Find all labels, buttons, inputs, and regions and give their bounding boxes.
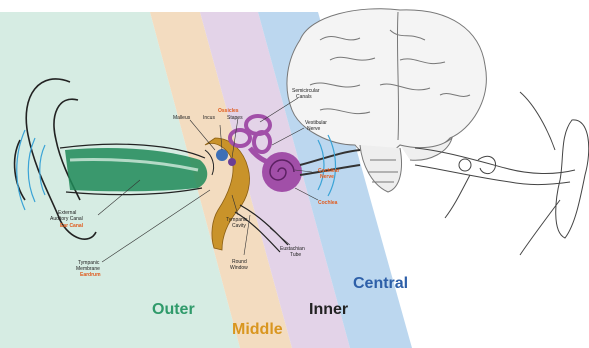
round-window-label-line2: Window [230, 265, 248, 271]
inner-zone-title: Inner [309, 301, 348, 318]
malleus-label: Malleus [173, 115, 191, 121]
cochlea-label: Cochlea [318, 200, 338, 206]
ossicles-label: Ossicles [218, 108, 239, 114]
incus-label: Incus [203, 115, 215, 121]
middle-zone-title: Middle [232, 321, 283, 338]
eustachian-tube-label-line2: Tube [290, 252, 301, 258]
ear-canal-label: Ear Canal [60, 223, 84, 229]
vestibular-nerve-label-line2: Nerve [307, 126, 321, 132]
eardrum-label: Eardrum [80, 272, 101, 278]
external-auditory-canal-label-line2: Auditory Canal [50, 216, 83, 222]
central-zone-title: Central [353, 275, 408, 292]
semicircular-label-line2: Canals [296, 94, 312, 100]
outer-zone-title: Outer [152, 301, 195, 318]
cochlear-nerve-label-line2: Nerve [320, 174, 334, 180]
tympanic-cavity-label-line2: Cavity [232, 223, 246, 229]
ear-canal [60, 144, 207, 194]
stapes-label: Stapes [227, 115, 243, 121]
